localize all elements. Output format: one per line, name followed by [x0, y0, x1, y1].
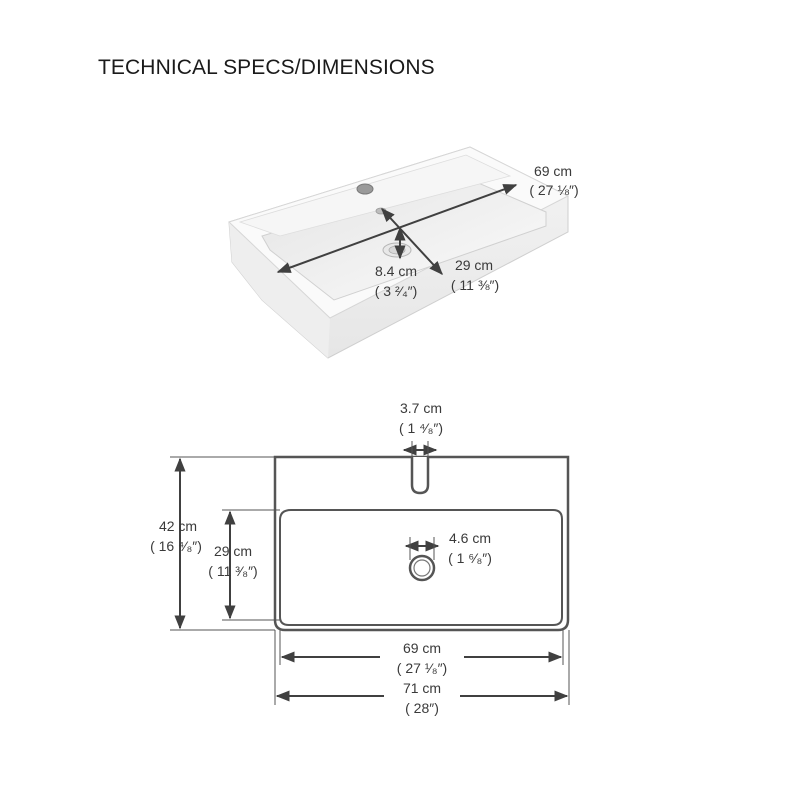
- bowl-width-metric: 69 cm: [403, 640, 441, 656]
- persp-depth-metric: 29 cm: [455, 257, 493, 273]
- drain-metric: 4.6 cm: [449, 530, 491, 546]
- tap-hole-imperial: ( 1 ⁴⁄₈″): [399, 420, 443, 436]
- persp-tap-drain-metric: 8.4 cm: [375, 263, 417, 279]
- page-title: TECHNICAL SPECS/DIMENSIONS: [98, 56, 435, 79]
- overall-width-imperial: ( 28″): [405, 700, 439, 716]
- bowl-depth-metric: 29 cm: [214, 543, 252, 559]
- tap-hole-metric: 3.7 cm: [400, 400, 442, 416]
- persp-width-imperial: ( 27 ⅛″): [529, 182, 578, 198]
- depth-dimension-line: [381, 207, 443, 276]
- overall-depth-imperial: ( 16 ⁴⁄₈″): [150, 538, 202, 554]
- persp-depth-imperial: ( 11 ⅜″): [451, 277, 499, 293]
- tap-hole-icon: [356, 183, 374, 195]
- basin-top-view: [273, 455, 570, 632]
- bowl-width-imperial: ( 27 ¹⁄₈″): [397, 660, 447, 676]
- persp-tap-drain-imperial: ( 3 ²⁄₄″): [375, 283, 418, 299]
- persp-width-metric: 69 cm: [534, 163, 572, 179]
- overall-depth-metric: 42 cm: [159, 518, 197, 534]
- overall-width-metric: 71 cm: [403, 680, 441, 696]
- basin-perspective-illustration: [228, 146, 570, 359]
- bowl-depth-imperial: ( 11 ³⁄₈″): [208, 563, 257, 579]
- drain-imperial: ( 1 ⁶⁄₈″): [448, 550, 492, 566]
- tap-hole-icon: [410, 457, 430, 495]
